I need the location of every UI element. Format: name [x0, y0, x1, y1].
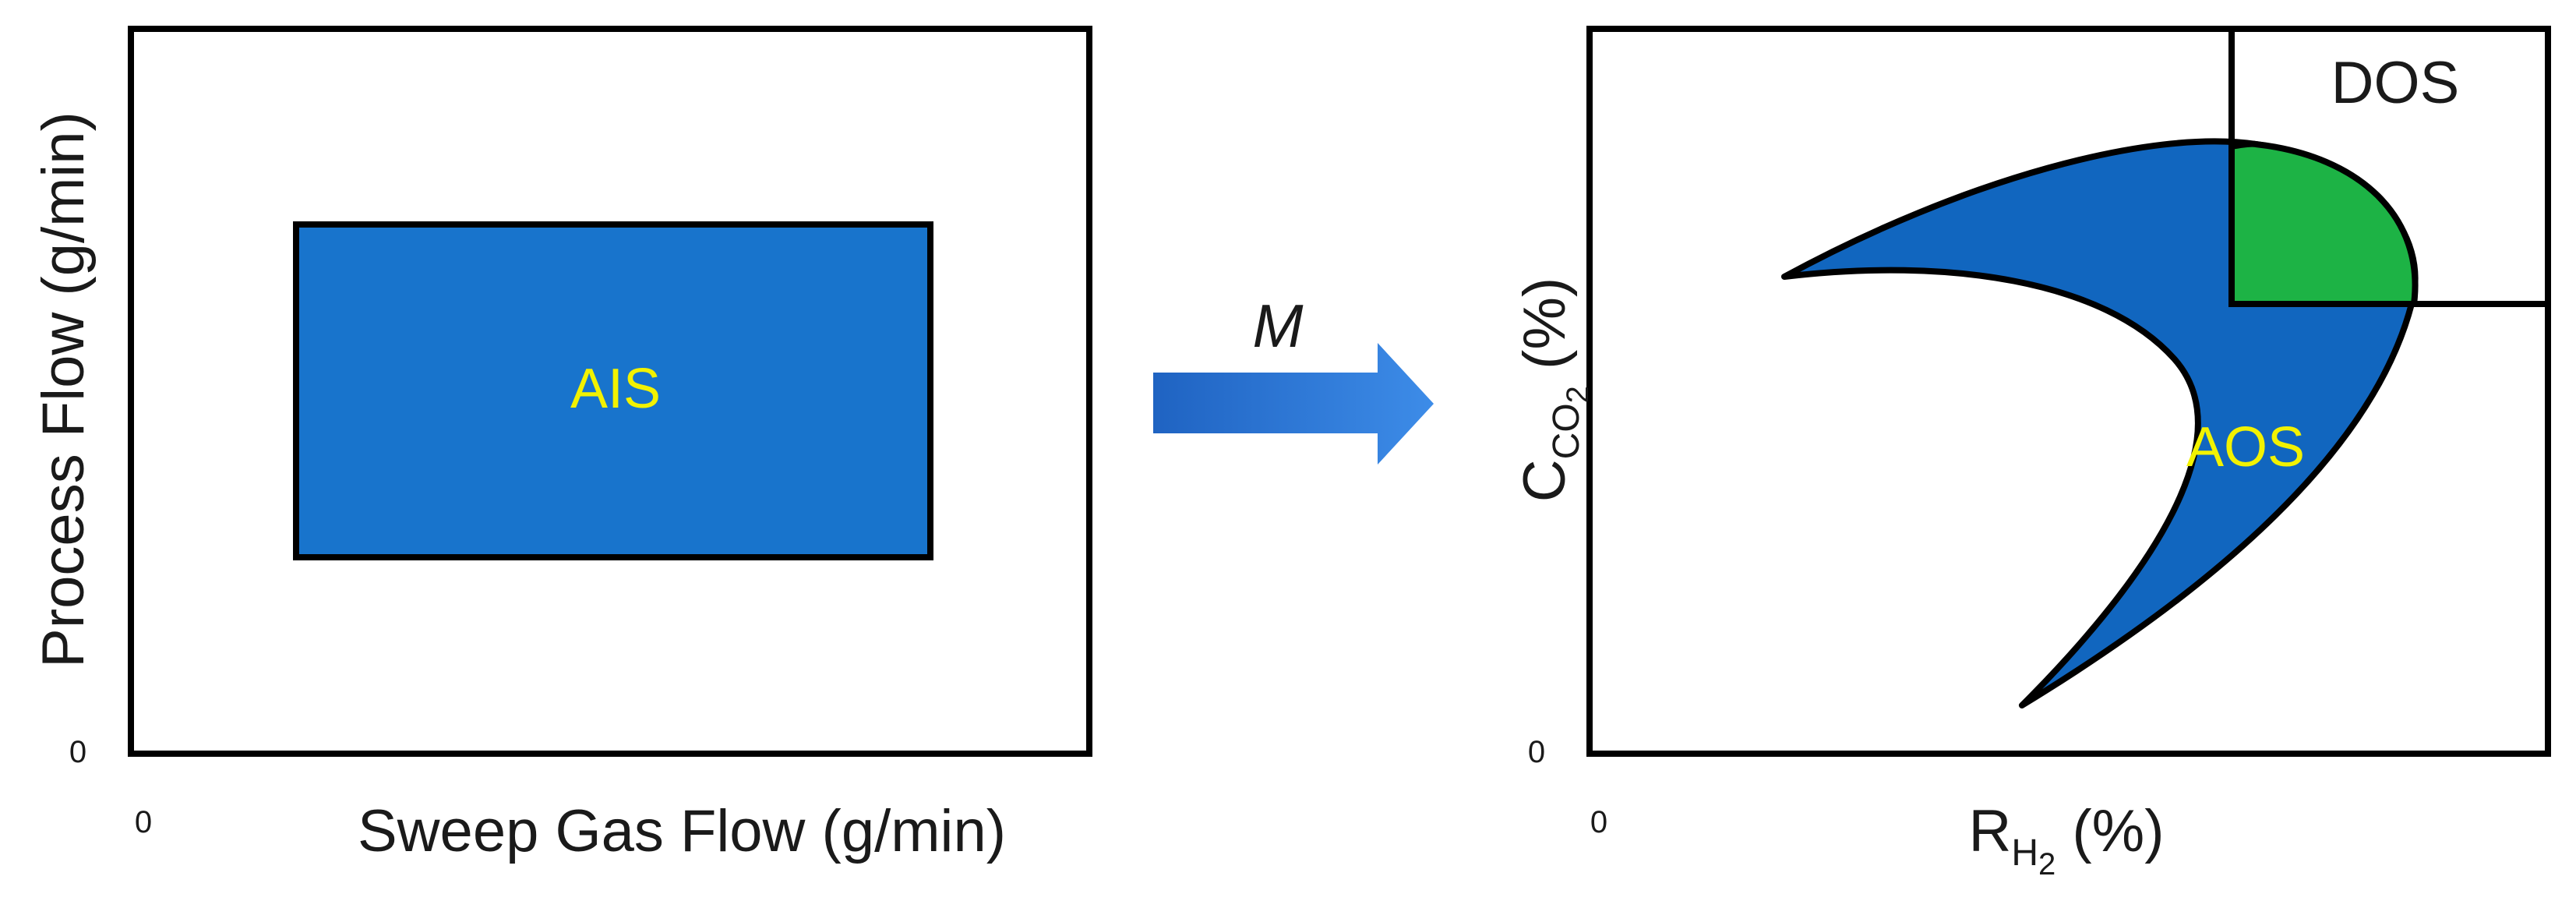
right-y-axis-label: CCO2 (%): [1512, 277, 1595, 502]
right-x-axis-main: R: [1968, 798, 2011, 864]
dos-overlap-region: [2228, 140, 2419, 307]
right-y-axis-main: C: [1512, 459, 1578, 502]
right-x-axis-label: RH2 (%): [1968, 798, 2164, 882]
right-x-axis-sub-num: 2: [2038, 847, 2056, 882]
dos-label: DOS: [2331, 50, 2460, 116]
mapping-arrow: M: [1153, 291, 1434, 465]
right-frame: [1586, 26, 2551, 757]
arrow-shape: [1153, 343, 1434, 465]
ais-label: AIS: [570, 358, 661, 420]
aos-label: AOS: [2186, 416, 2305, 479]
left-x-axis-label: Sweep Gas Flow (g/min): [358, 798, 1006, 864]
right-y-axis-tail: (%): [1512, 277, 1578, 386]
right-x-axis-tail: (%): [2056, 798, 2164, 864]
left-x-origin: 0: [135, 805, 152, 839]
dos-boundary: [2228, 29, 2548, 307]
left-y-axis-label: Process Flow (g/min): [30, 111, 97, 668]
right-x-origin: 0: [1590, 805, 1607, 839]
left-panel: AIS Process Flow (g/min) Sweep Gas Flow …: [30, 26, 1092, 864]
ais-region: [293, 221, 933, 560]
right-panel: DOS AOS CCO2 (%) RH2 (%) 0 0: [1512, 26, 2551, 882]
right-x-axis-sub: H: [2011, 832, 2038, 874]
right-y-axis-sub: CO: [1546, 403, 1587, 459]
arrow-label: M: [1253, 291, 1304, 360]
left-y-origin: 0: [69, 735, 86, 769]
right-y-axis-sub-num: 2: [1561, 386, 1595, 403]
right-y-origin: 0: [1528, 735, 1545, 769]
